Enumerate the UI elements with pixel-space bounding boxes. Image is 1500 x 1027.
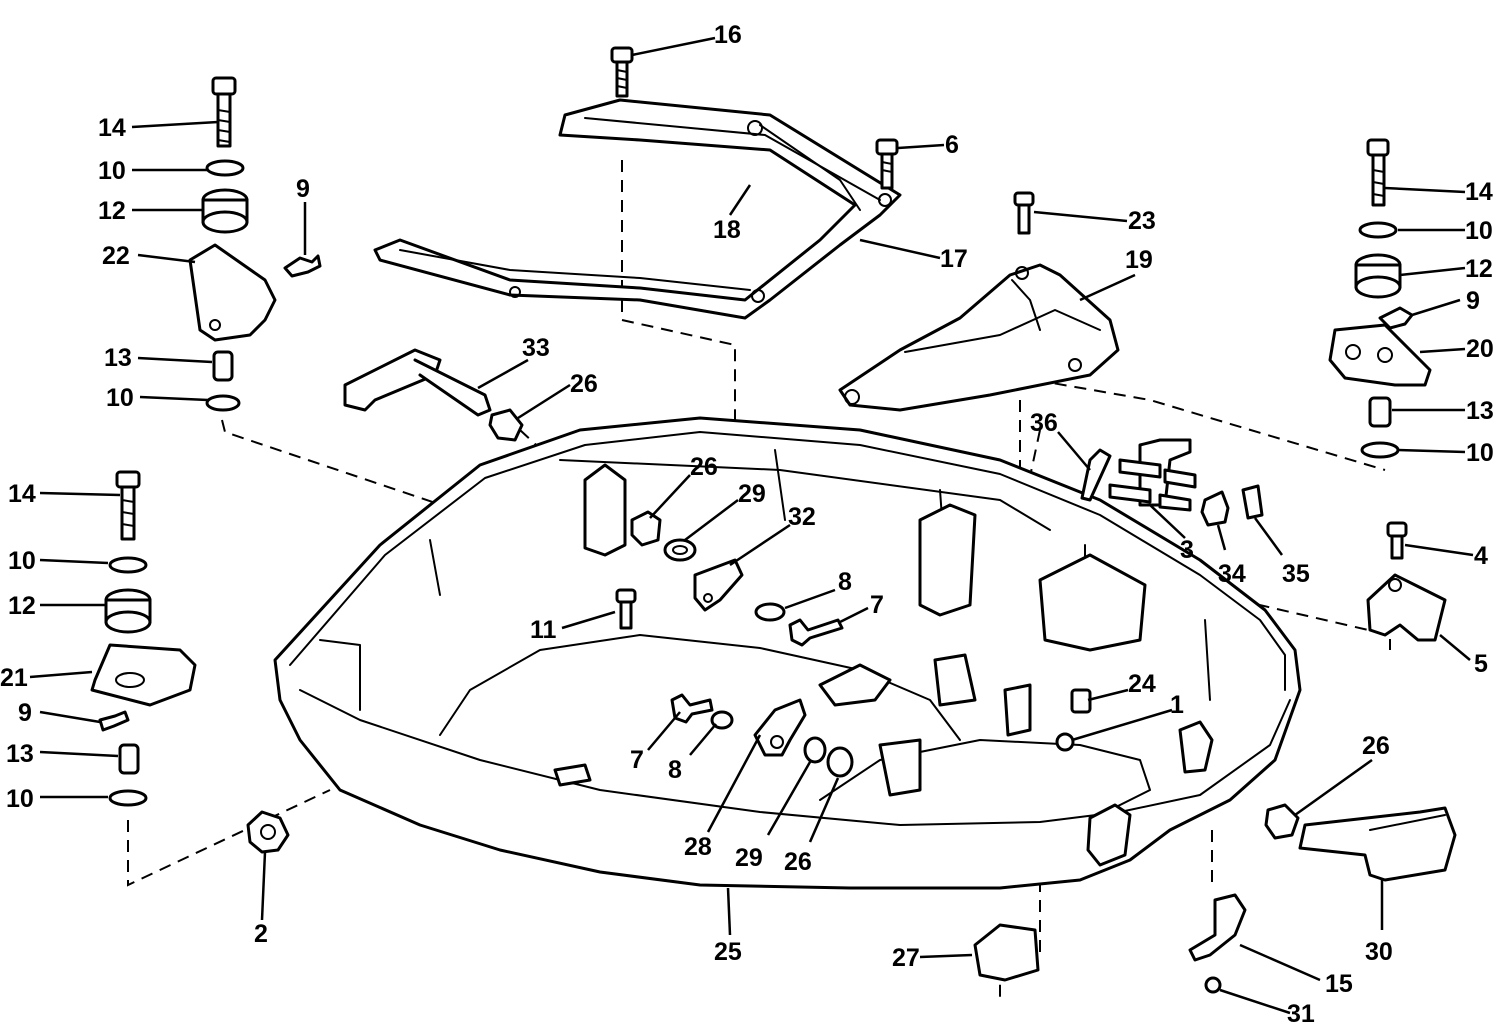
callout-7: 7: [630, 746, 644, 774]
callout-12: 12: [8, 592, 36, 620]
bolt-6: [875, 138, 899, 190]
right-side-hardware: [1080, 438, 1447, 642]
callout-8: 8: [668, 756, 682, 784]
callout-8: 8: [838, 568, 852, 596]
callout-20: 20: [1466, 335, 1494, 363]
callout-35: 35: [1282, 560, 1310, 588]
right-upper-mount: [1328, 138, 1432, 459]
callout-4: 4: [1474, 542, 1488, 570]
callout-10: 10: [98, 157, 126, 185]
bolt-23: [1013, 191, 1035, 235]
callout-15: 15: [1325, 970, 1353, 998]
callout-13: 13: [1466, 397, 1494, 425]
callout-29: 29: [735, 844, 763, 872]
callout-9: 9: [1466, 287, 1480, 315]
callout-13: 13: [6, 740, 34, 768]
callout-3: 3: [1180, 536, 1194, 564]
callout-10: 10: [8, 547, 36, 575]
callout-10: 10: [6, 785, 34, 813]
callout-26: 26: [784, 848, 812, 876]
callout-26: 26: [690, 453, 718, 481]
handle-33: [343, 348, 524, 442]
callout-9: 9: [296, 175, 310, 203]
callout-2: 2: [254, 920, 268, 948]
callout-27: 27: [892, 944, 920, 972]
cowl-housing: [273, 416, 1302, 890]
callout-36: 36: [1030, 409, 1058, 437]
callout-24: 24: [1128, 670, 1156, 698]
left-upper-mount: [188, 76, 322, 412]
callout-14: 14: [1465, 178, 1493, 206]
callout-23: 23: [1128, 207, 1156, 235]
bolt-16: [610, 46, 634, 98]
callout-14: 14: [8, 480, 36, 508]
callout-19: 19: [1125, 246, 1153, 274]
callout-1: 1: [1170, 691, 1184, 719]
leader-lines: [29, 36, 1474, 1015]
callout-32: 32: [788, 503, 816, 531]
callout-12: 12: [1465, 255, 1493, 283]
callout-10: 10: [106, 384, 134, 412]
callout-10: 10: [1466, 439, 1494, 467]
callout-labels: 16 14 10 12 9 22 13 10 6 18 17 23 19 33 …: [0, 21, 1494, 1027]
gasket-bracket: [373, 98, 902, 320]
callout-34: 34: [1218, 560, 1246, 588]
callout-26: 26: [1362, 732, 1390, 760]
callout-26: 26: [570, 370, 598, 398]
callout-12: 12: [98, 197, 126, 225]
callout-5: 5: [1474, 650, 1488, 678]
callout-10: 10: [1465, 217, 1493, 245]
cover-plate: [838, 263, 1120, 412]
callout-21: 21: [0, 664, 28, 692]
callout-14: 14: [98, 114, 126, 142]
callout-31: 31: [1287, 1000, 1315, 1027]
left-lower-mount: [90, 470, 197, 807]
lower-hardware: [246, 803, 1457, 994]
callout-7: 7: [870, 591, 884, 619]
cowl-hardware: [615, 510, 1092, 778]
callout-6: 6: [945, 131, 959, 159]
callout-13: 13: [104, 344, 132, 372]
callout-29: 29: [738, 480, 766, 508]
callout-9: 9: [18, 699, 32, 727]
callout-11: 11: [530, 616, 557, 644]
callout-16: 16: [714, 21, 742, 49]
callout-18: 18: [713, 216, 741, 244]
callout-22: 22: [102, 242, 130, 270]
callout-33: 33: [522, 334, 550, 362]
callout-30: 30: [1365, 938, 1393, 966]
callout-25: 25: [714, 938, 742, 966]
callout-17: 17: [940, 245, 968, 273]
callout-28: 28: [684, 833, 712, 861]
